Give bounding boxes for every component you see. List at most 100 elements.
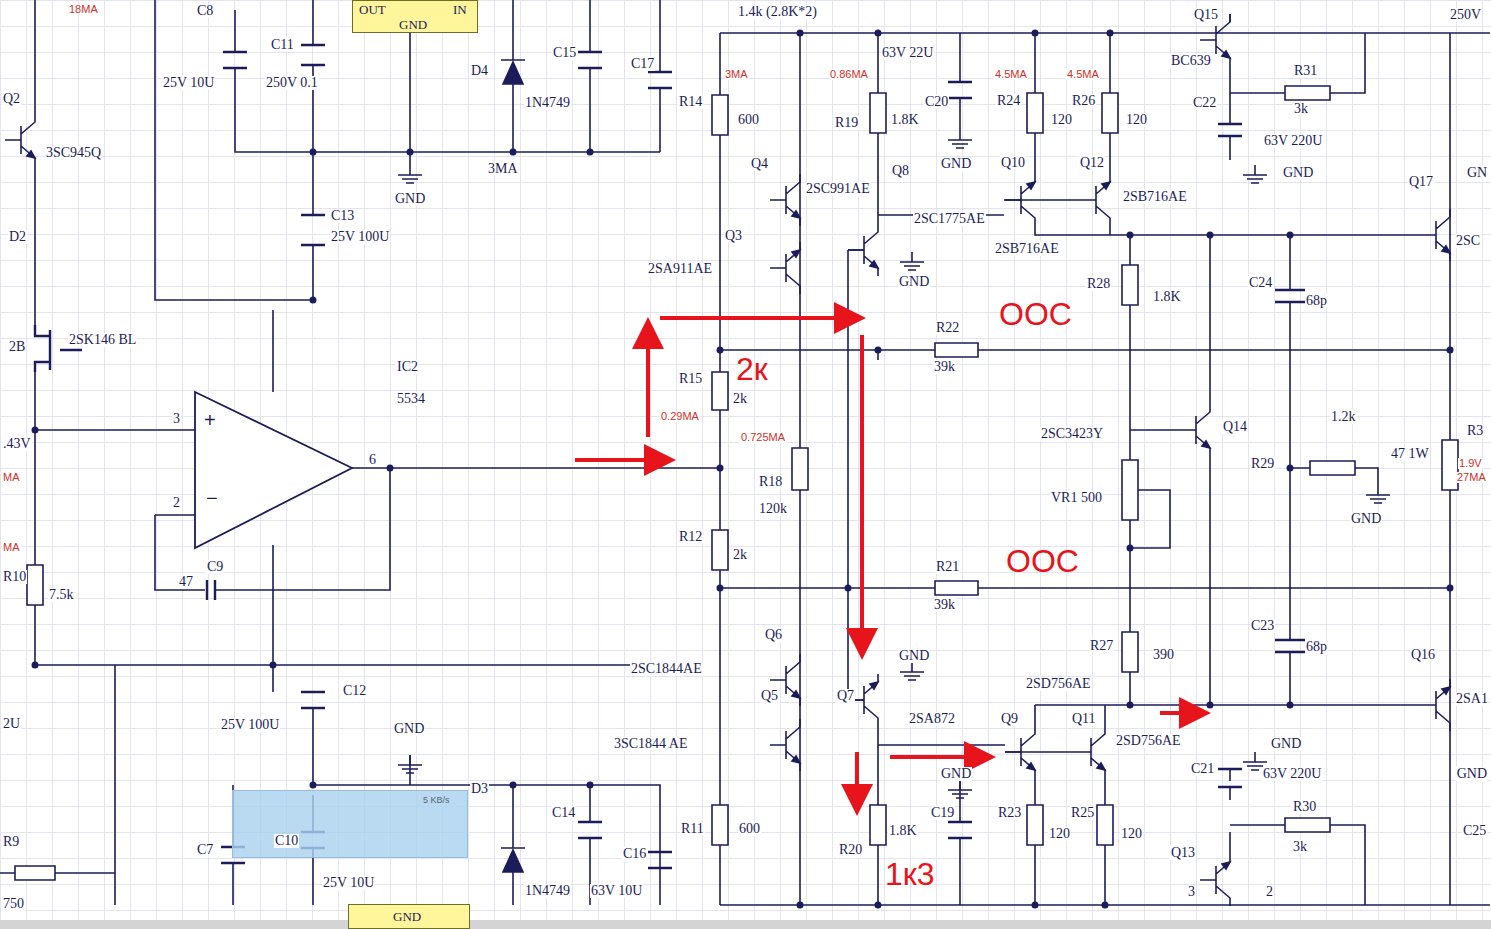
part-label: 2SC991AE bbox=[805, 182, 871, 196]
red-arrow bbox=[890, 755, 988, 759]
current-note: 0.725MA bbox=[740, 432, 786, 443]
transistor-symbol bbox=[770, 174, 800, 226]
part-label: 120 bbox=[1120, 827, 1143, 841]
part-label: 2SD756AE bbox=[1025, 677, 1092, 691]
red-arrow bbox=[1160, 711, 1203, 715]
box-text: GND bbox=[399, 18, 427, 31]
part-label: 63V 22U bbox=[881, 46, 934, 60]
part-label: 2U bbox=[2, 717, 21, 731]
part-label: 68p bbox=[1305, 640, 1328, 654]
part-label: R10 bbox=[2, 570, 27, 584]
part-label: 3SC1844 AE bbox=[613, 737, 689, 751]
part-label: Q8 bbox=[891, 164, 910, 178]
red-arrow bbox=[575, 458, 668, 462]
transistor-symbol bbox=[1080, 174, 1110, 226]
part-label: 390 bbox=[1152, 648, 1175, 662]
current-note: 1.9V bbox=[1458, 458, 1483, 469]
part-label: C13 bbox=[330, 209, 355, 223]
current-note: MA bbox=[2, 542, 21, 553]
part-label: VR1 500 bbox=[1050, 491, 1103, 505]
part-label: R23 bbox=[997, 806, 1022, 820]
part-label: R31 bbox=[1293, 64, 1318, 78]
part-label: 25V 100U bbox=[330, 230, 390, 244]
red-arrow bbox=[660, 316, 858, 320]
part-label: 3MA bbox=[487, 162, 519, 176]
part-label: C11 bbox=[270, 38, 295, 52]
part-label: .43V bbox=[2, 437, 32, 451]
current-note: 4.5MA bbox=[1066, 69, 1100, 80]
part-label: R9 bbox=[2, 835, 20, 849]
part-label: 7.5k bbox=[48, 588, 75, 602]
current-note: 4.5MA bbox=[994, 69, 1028, 80]
ground-symbol bbox=[1366, 485, 1390, 503]
overlay-panel: 5 KB/s bbox=[232, 790, 468, 858]
part-label: 3 bbox=[172, 412, 181, 426]
current-note: MA bbox=[2, 472, 21, 483]
transistor-symbol bbox=[848, 224, 878, 276]
part-label: Q9 bbox=[1000, 712, 1019, 726]
box-text: 5 KB/s bbox=[423, 796, 450, 805]
part-label: 6 bbox=[368, 453, 377, 467]
part-label: 2SC1844AE bbox=[630, 662, 703, 676]
part-label: C21 bbox=[1190, 762, 1215, 776]
part-label: 1.8K bbox=[890, 113, 920, 127]
window-bar bbox=[0, 920, 1491, 929]
part-label: R19 bbox=[834, 116, 859, 130]
annotation-text: 2к bbox=[735, 353, 769, 385]
transistor-symbol bbox=[1075, 726, 1105, 778]
part-label: C25 bbox=[1462, 824, 1487, 838]
part-label: 2k bbox=[732, 548, 748, 562]
part-label: 2B bbox=[8, 340, 26, 354]
part-label: 2SB716AE bbox=[994, 242, 1060, 256]
part-label: C19 bbox=[930, 806, 955, 820]
part-label: R25 bbox=[1070, 806, 1095, 820]
part-label: Q7 bbox=[836, 689, 855, 703]
transistor-symbol bbox=[1005, 174, 1035, 226]
red-arrow bbox=[646, 325, 650, 437]
red-arrow bbox=[860, 335, 864, 652]
part-label: 25V 10U bbox=[162, 76, 215, 90]
ground-symbol bbox=[398, 755, 422, 773]
part-label: R30 bbox=[1292, 800, 1317, 814]
box-text: OUT bbox=[359, 3, 386, 16]
part-label: 250V bbox=[1449, 8, 1482, 22]
part-label: BC639 bbox=[1170, 54, 1212, 68]
part-label: C16 bbox=[622, 847, 647, 861]
ground-symbol bbox=[398, 165, 422, 183]
ground-symbol bbox=[948, 780, 972, 798]
opamp-triangle bbox=[195, 392, 352, 548]
part-label: GND bbox=[394, 192, 426, 206]
part-label: 39k bbox=[933, 360, 956, 374]
part-label: 63V 220U bbox=[1262, 767, 1322, 781]
part-label: R26 bbox=[1071, 94, 1096, 108]
part-label: R11 bbox=[680, 822, 705, 836]
part-label: Q12 bbox=[1079, 156, 1105, 170]
part-label: R14 bbox=[678, 95, 703, 109]
transistor-symbol bbox=[770, 242, 800, 294]
part-label: Q2 bbox=[2, 92, 21, 106]
capacitor-symbol bbox=[207, 45, 1305, 868]
part-label: Q14 bbox=[1222, 420, 1248, 434]
part-label: Q3 bbox=[724, 229, 743, 243]
current-note: 3MA bbox=[724, 69, 749, 80]
part-label: Q15 bbox=[1193, 8, 1219, 22]
part-label: 2SD756AE bbox=[1115, 734, 1182, 748]
part-label: 3k bbox=[1293, 102, 1309, 116]
part-label: GND bbox=[1350, 512, 1382, 526]
part-label: 63V 220U bbox=[1263, 134, 1323, 148]
transistor-symbol bbox=[1180, 404, 1210, 456]
part-label: 120 bbox=[1050, 113, 1073, 127]
part-label: GND bbox=[898, 275, 930, 289]
transistor-symbol bbox=[1005, 726, 1035, 778]
part-label: 2SA872 bbox=[908, 712, 956, 726]
part-label: 2SC bbox=[1455, 234, 1481, 248]
zener-diode bbox=[501, 60, 525, 872]
part-label: 47 1W bbox=[1390, 447, 1430, 461]
part-label: 5534 bbox=[396, 392, 426, 406]
part-label: 68p bbox=[1305, 294, 1328, 308]
part-label: 47 bbox=[178, 575, 194, 589]
part-label: Q11 bbox=[1071, 712, 1097, 726]
transistor-symbol bbox=[1420, 679, 1450, 731]
transistor-symbol bbox=[5, 114, 35, 166]
opamp-symbol: +− bbox=[190, 388, 355, 552]
